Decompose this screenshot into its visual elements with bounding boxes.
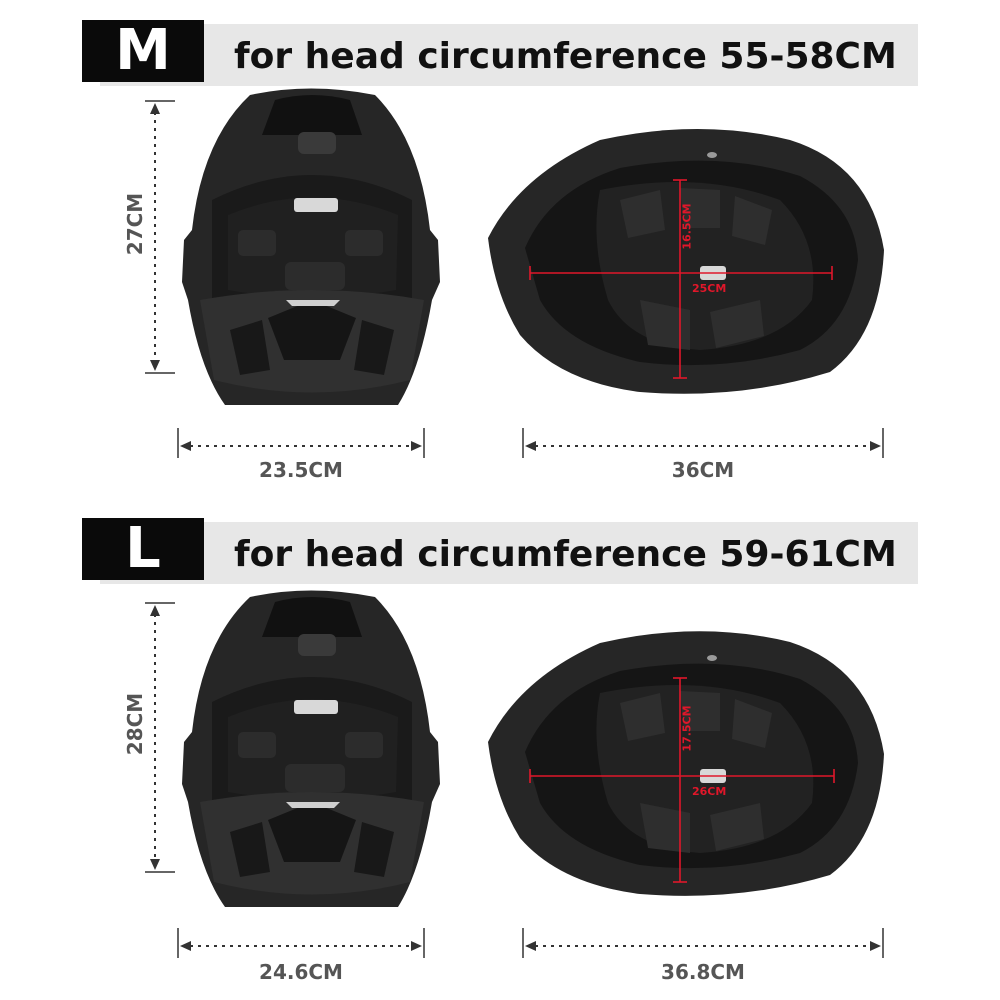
length-dimension-line bbox=[522, 928, 884, 958]
helmet-inside-image bbox=[488, 129, 884, 394]
height-dimension-line bbox=[145, 602, 175, 873]
helmet-front-image bbox=[182, 88, 440, 405]
height-dimension-line bbox=[145, 100, 175, 374]
front-width-label: 23.5CM bbox=[259, 458, 343, 482]
front-height-label: 27CM bbox=[123, 192, 147, 256]
size-badge: L bbox=[82, 518, 204, 580]
width-dimension-line bbox=[177, 928, 425, 958]
helmet-illustrations bbox=[145, 590, 884, 958]
side-length-label: 36CM bbox=[671, 458, 735, 482]
size-badge: M bbox=[82, 20, 204, 82]
width-dimension-line bbox=[177, 428, 425, 458]
side-length-label: 36.8CM bbox=[661, 960, 745, 984]
helmet-illustrations bbox=[145, 88, 884, 458]
inner-length-label: 26CM bbox=[692, 785, 727, 798]
head-circumference-label: for head circumference 55-58CM bbox=[234, 36, 897, 77]
inner-depth-label: 17.5CM bbox=[680, 705, 694, 752]
head-circumference-label: for head circumference 59-61CM bbox=[234, 534, 897, 575]
header-bar bbox=[100, 522, 918, 584]
length-dimension-line bbox=[522, 428, 884, 458]
size-l-section: L for head circumference 59-61CM bbox=[0, 500, 1000, 1000]
front-height-label: 28CM bbox=[123, 692, 147, 756]
front-width-label: 24.6CM bbox=[259, 960, 343, 984]
inner-length-label: 25CM bbox=[692, 282, 727, 295]
helmet-inside-image bbox=[488, 631, 884, 896]
size-m-section: M for head circumference 55-58CM bbox=[82, 20, 918, 482]
inner-depth-label: 16.5CM bbox=[680, 203, 694, 250]
header-bar bbox=[100, 24, 918, 86]
helmet-front-image bbox=[182, 590, 440, 907]
